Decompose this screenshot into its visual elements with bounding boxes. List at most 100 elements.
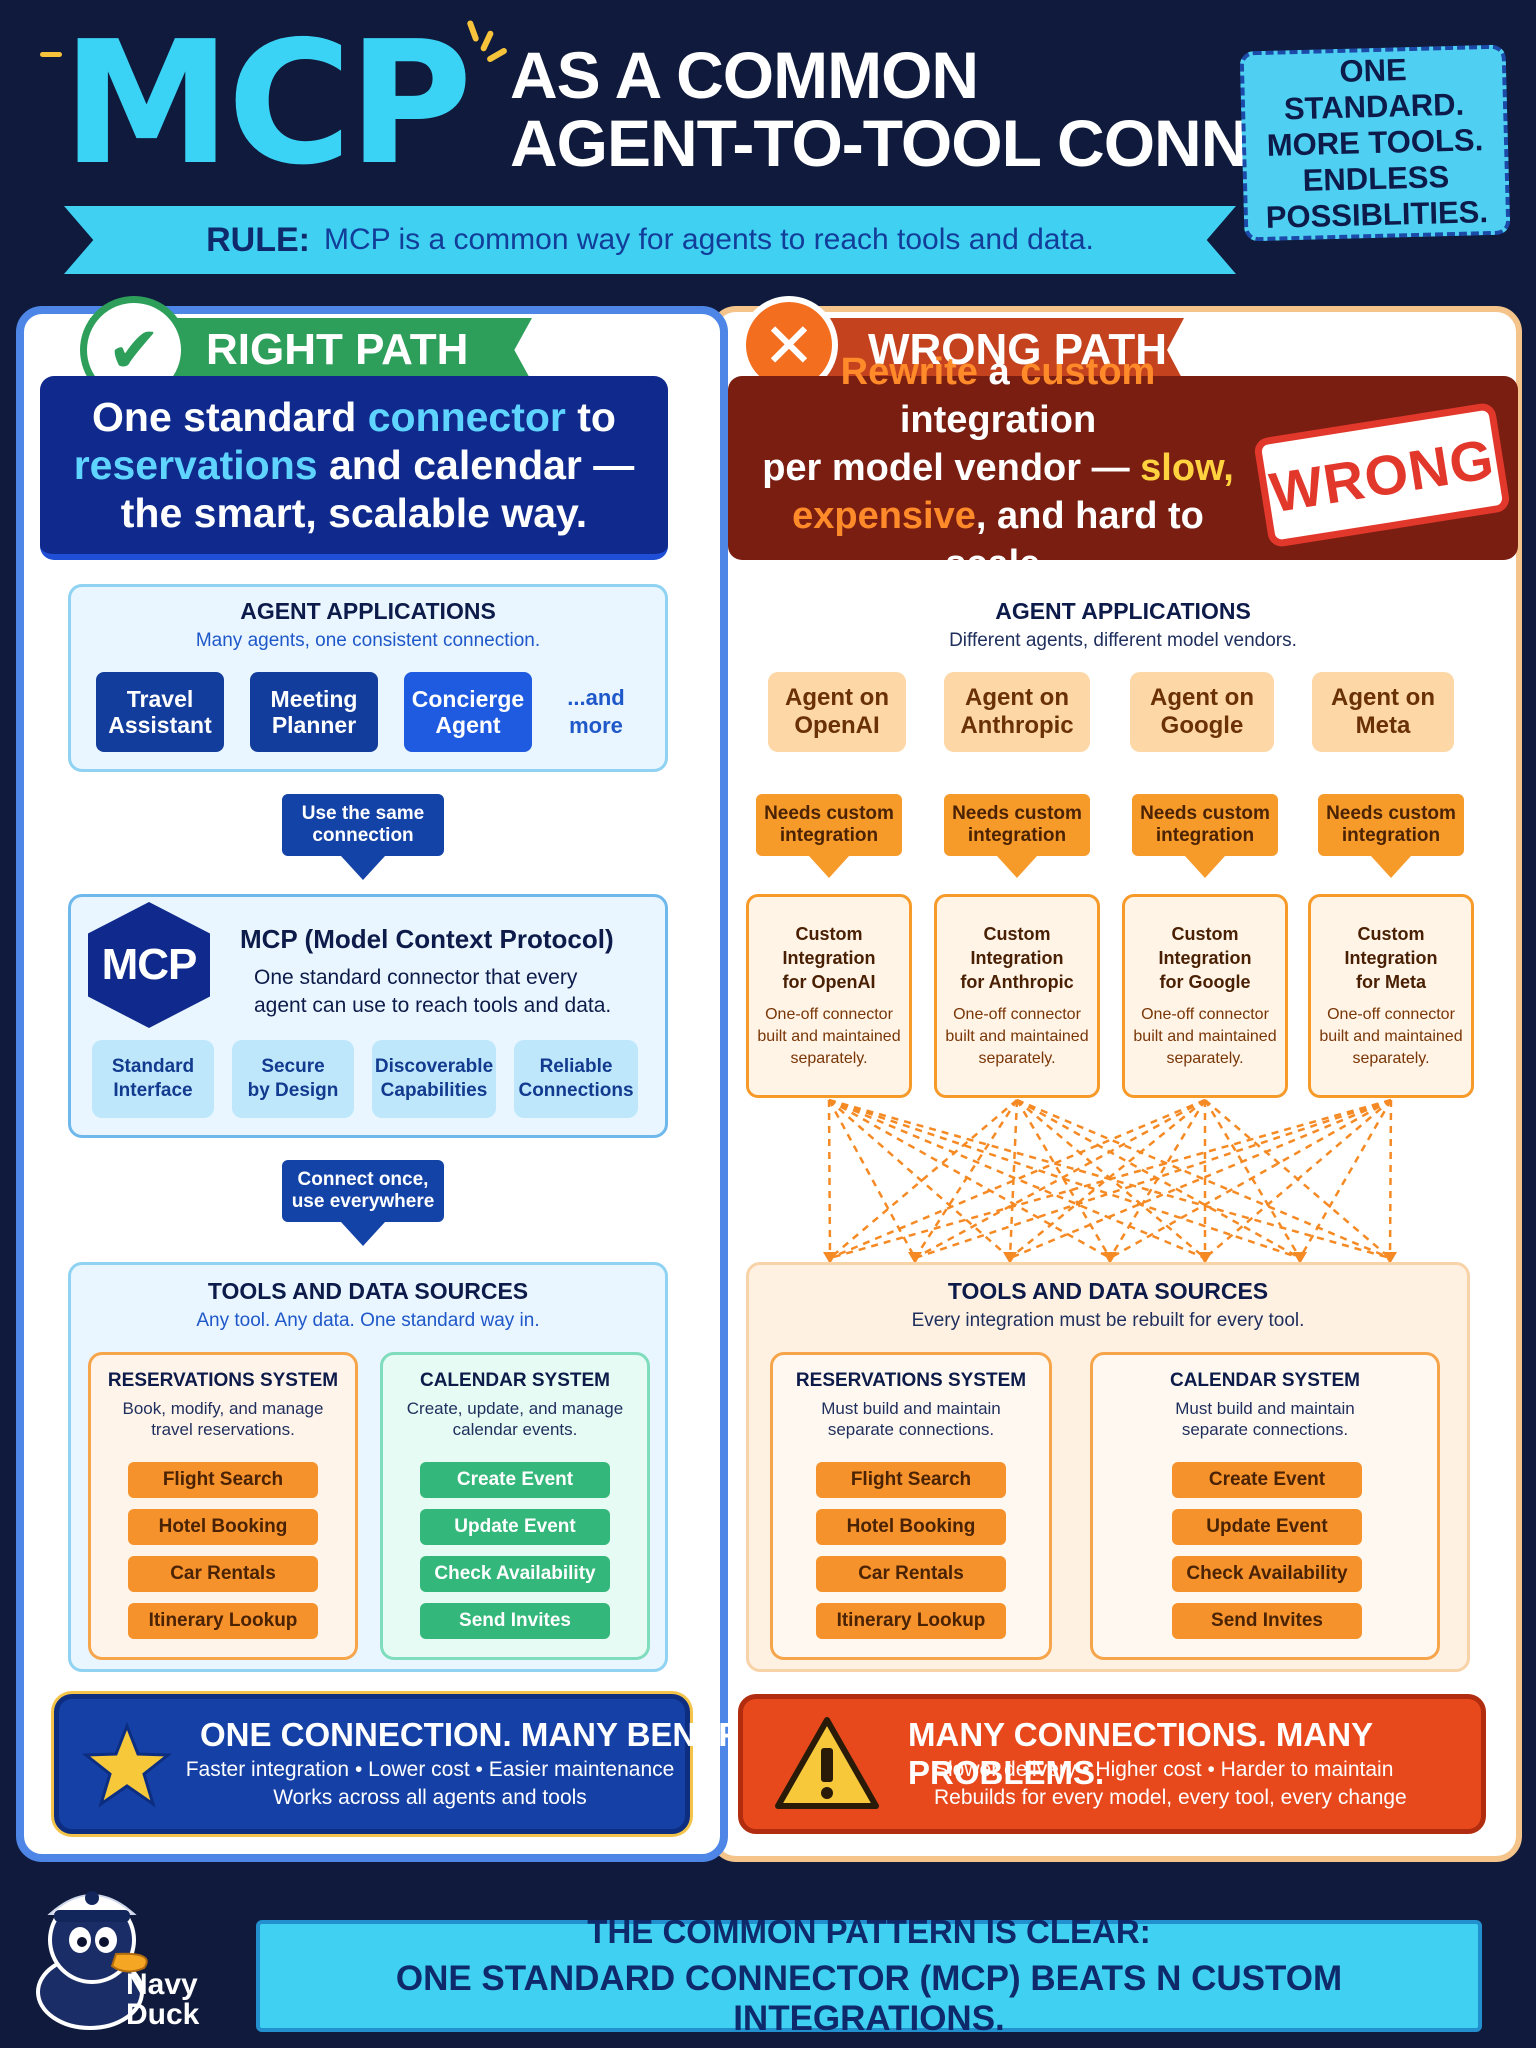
conclusion-banner: THE COMMON PATTERN IS CLEAR: ONE STANDAR…: [256, 1913, 1482, 2038]
section-subtitle: Different agents, different model vendor…: [949, 630, 1297, 651]
tool-hotel-booking: Hotel Booking: [128, 1509, 318, 1545]
integration-desc: One-off connector: [953, 1006, 1081, 1023]
system-title: RESERVATIONS SYSTEM: [107, 1370, 339, 1391]
arrow-down-icon: [1371, 856, 1411, 878]
connection-line: [829, 1098, 1206, 1260]
connection-line: [1108, 1099, 1207, 1259]
connection-line: [1109, 1098, 1392, 1260]
agent-label: Travel: [126, 686, 194, 712]
integration-desc: One-off connector: [1141, 1006, 1269, 1023]
problems-title: MANY CONNECTIONS. MANY PROBLEMS.: [908, 1716, 1373, 1791]
needs-label: integration: [1341, 825, 1441, 846]
tool-flight-search: Flight Search: [816, 1462, 1006, 1498]
headline-text: a: [977, 351, 1021, 393]
agent-label: Anthropic: [960, 712, 1074, 739]
connection-arrowhead: [1293, 1252, 1307, 1264]
headline-highlight: Rewrite: [840, 351, 978, 393]
headline-text: One standard: [92, 394, 368, 440]
section-subtitle: Any tool. Any data. One standard way in.: [196, 1310, 540, 1331]
connection-arrowhead: [1198, 1252, 1212, 1264]
system-desc-line: Book, modify, and manage: [122, 1399, 324, 1418]
headline-highlight: connector: [367, 394, 566, 440]
needs-label: Needs custom: [952, 803, 1082, 824]
connect-once-arrow: Connect once,use everywhere: [282, 1160, 444, 1222]
star-icon: [82, 1722, 172, 1808]
brand-line: Duck: [126, 1998, 200, 2031]
connection-line: [829, 1098, 1392, 1260]
problems-line: Rebuilds for every model, every tool, ev…: [934, 1786, 1407, 1809]
agent-label: Concierge: [411, 686, 525, 712]
connection-line: [828, 1098, 1206, 1260]
feature-label: Discoverable: [374, 1056, 494, 1077]
section-title: TOOLS AND DATA SOURCES: [947, 1278, 1269, 1304]
agent-label: Agent on: [1331, 684, 1435, 711]
connection-arrowhead: [823, 1252, 837, 1264]
arrow-down-icon: [1185, 856, 1225, 878]
feature-secure-by-design: Secure by Design: [232, 1040, 354, 1118]
feature-label: by Design: [247, 1080, 339, 1101]
arrow-down-icon: [997, 856, 1037, 878]
mcp-desc-line: One standard connector that every: [254, 966, 578, 989]
headline-highlight: reservations: [73, 442, 318, 488]
connection-line: [1388, 1099, 1393, 1259]
tool-send-invites: Send Invites: [1172, 1603, 1362, 1639]
title-line-1: AS A COMMON: [510, 38, 979, 112]
section-subtitle: Every integration must be rebuilt for ev…: [911, 1310, 1305, 1331]
tool-car-rentals: Car Rentals: [816, 1556, 1006, 1592]
rule-banner: RULE: MCP is a common way for agents to …: [64, 206, 1236, 274]
agent-more-label: ...and: [567, 685, 625, 710]
right-path-headline: One standard connector to reservations a…: [40, 376, 668, 560]
system-title: CALENDAR SYSTEM: [1169, 1370, 1360, 1391]
tool-car-rentals: Car Rentals: [128, 1556, 318, 1592]
tool-itinerary-lookup: Itinerary Lookup: [128, 1603, 318, 1639]
problems-line: Slower delivery • Higher cost • Harder t…: [934, 1758, 1394, 1781]
connection-line: [914, 1098, 1206, 1260]
agent-label: Assistant: [108, 712, 212, 738]
feature-label: Standard: [111, 1056, 195, 1077]
agent-label: Agent on: [965, 684, 1069, 711]
feature-label: Interface: [113, 1080, 193, 1101]
agent-label: Google: [1160, 712, 1244, 739]
mcp-title: MCP (Model Context Protocol): [240, 924, 614, 954]
integration-desc: built and maintained: [1319, 1028, 1463, 1045]
agent-more: ...and more: [548, 680, 644, 744]
rule-label: RULE:: [206, 220, 311, 259]
connection-line: [829, 1099, 1018, 1259]
integration-title: Custom Integration: [1158, 924, 1252, 968]
feature-label: Secure: [261, 1056, 325, 1077]
integration-desc: separately.: [1166, 1050, 1244, 1067]
section-subtitle: Many agents, one consistent connection.: [195, 630, 541, 651]
arrow-down-icon: [341, 1222, 385, 1246]
agent-label: Agent on: [785, 684, 889, 711]
conclusion-line-1: THE COMMON PATTERN IS CLEAR:: [587, 1913, 1151, 1950]
integration-desc: separately.: [978, 1050, 1056, 1067]
feature-label: Capabilities: [380, 1080, 488, 1101]
integration-title: Custom Integration: [970, 924, 1064, 968]
connection-line: [827, 1099, 832, 1259]
tool-create-event: Create Event: [420, 1462, 610, 1498]
integration-desc: One-off connector: [765, 1006, 893, 1023]
agent-more-label: more: [569, 713, 623, 738]
feature-label: Reliable: [539, 1056, 613, 1077]
integration-title: for OpenAI: [782, 972, 876, 992]
integration-title: for Anthropic: [960, 972, 1074, 992]
connection-line: [1298, 1099, 1393, 1259]
section-title: AGENT APPLICATIONS: [240, 598, 496, 624]
integration-desc: built and maintained: [945, 1028, 1089, 1045]
agent-label: Agent on: [1150, 684, 1254, 711]
headline-highlight: expensive: [792, 495, 976, 537]
mcp-badge-text: MCP: [101, 940, 198, 989]
arrow-label: connection: [312, 825, 414, 846]
integration-title: Custom Integration: [782, 924, 876, 968]
tool-update-event: Update Event: [1172, 1509, 1362, 1545]
connection-line: [1015, 1099, 1112, 1259]
